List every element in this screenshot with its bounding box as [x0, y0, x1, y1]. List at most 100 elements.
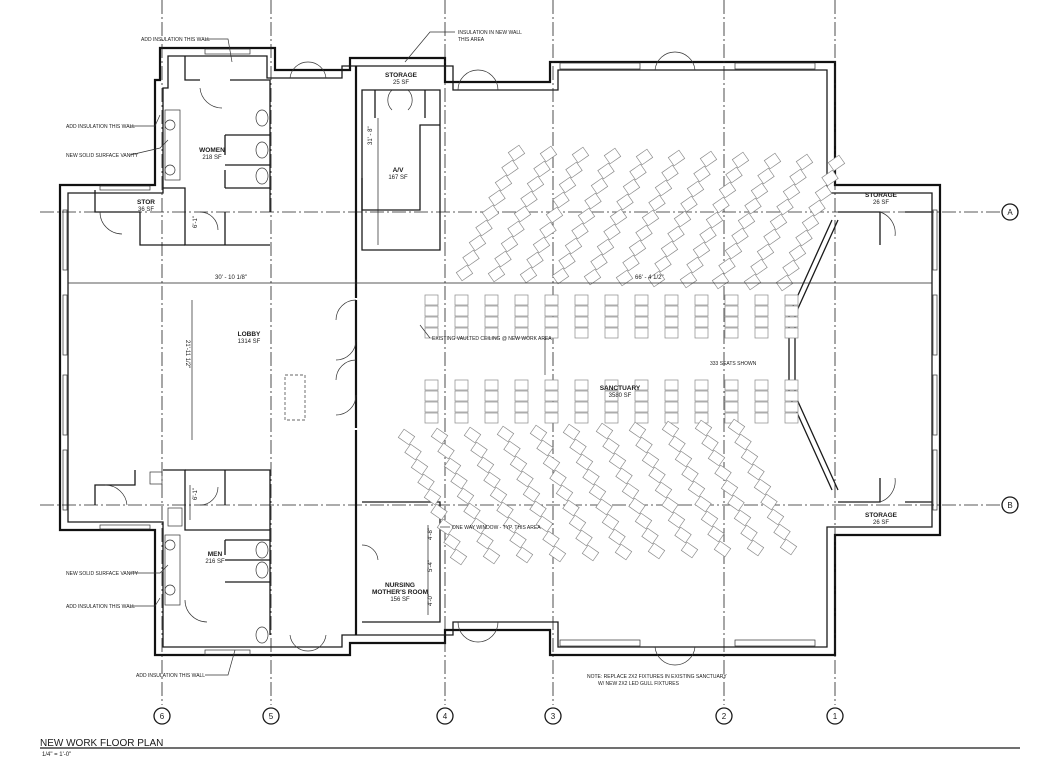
- seat: [536, 439, 554, 457]
- seat: [784, 327, 799, 339]
- seat: [424, 316, 439, 328]
- seat: [496, 501, 514, 519]
- seat: [548, 545, 567, 563]
- seat: [574, 401, 589, 413]
- seat: [740, 448, 759, 466]
- seat: [754, 412, 769, 424]
- room-men-name: MEN: [208, 551, 223, 558]
- seat: [484, 401, 499, 413]
- seat: [463, 426, 482, 444]
- seat: [635, 148, 654, 166]
- seat: [788, 244, 807, 262]
- seat: [542, 454, 561, 472]
- interior-walls: [94, 56, 932, 635]
- seat: [513, 205, 532, 223]
- seat: [500, 235, 519, 253]
- seat: [574, 294, 589, 306]
- seat: [549, 469, 567, 487]
- room-lobby-area: 1314 SF: [238, 339, 261, 345]
- seat: [664, 294, 679, 306]
- drawing-title: NEW WORK FLOOR PLAN: [40, 738, 163, 749]
- seat: [450, 472, 468, 490]
- seat: [614, 543, 633, 561]
- seat: [724, 379, 739, 391]
- seat: [647, 542, 666, 560]
- seat: [784, 401, 799, 413]
- grid-label-b: B: [1007, 501, 1012, 510]
- seat: [430, 503, 448, 521]
- room-sanctuary-name: SANCTUARY: [600, 385, 641, 392]
- seat: [482, 547, 501, 565]
- dimension-stor: 6'-1": [193, 216, 199, 228]
- seat: [734, 433, 752, 451]
- seat: [763, 228, 781, 246]
- seat: [628, 239, 647, 257]
- seat: [574, 305, 589, 317]
- seat: [693, 165, 711, 183]
- dimension-nursing-3: 4'-0": [428, 594, 434, 606]
- seat: [562, 423, 581, 441]
- seat: [484, 327, 499, 339]
- seat: [694, 401, 709, 413]
- seat: [622, 178, 641, 196]
- seat: [747, 463, 765, 481]
- seat: [476, 456, 495, 474]
- seat: [514, 327, 529, 339]
- seat: [660, 240, 679, 258]
- seat: [509, 455, 528, 473]
- seat: [397, 428, 416, 446]
- seat: [766, 508, 785, 526]
- seat: [664, 379, 679, 391]
- room-storage-b-area: 26 SF: [873, 520, 889, 526]
- annotation-insul-new-2: THIS AREA: [458, 37, 485, 43]
- seat: [664, 390, 679, 402]
- seat: [712, 196, 730, 214]
- room-nursing-name-1: NURSING: [385, 582, 415, 589]
- seat: [648, 466, 666, 484]
- seat: [821, 169, 839, 187]
- seat: [604, 379, 619, 391]
- seat: [558, 176, 577, 194]
- seat: [724, 242, 743, 260]
- seat: [604, 305, 619, 317]
- seat: [733, 509, 752, 527]
- seat: [520, 190, 538, 208]
- seat: [789, 168, 807, 186]
- seat: [569, 438, 587, 456]
- seat: [424, 305, 439, 317]
- seat: [496, 425, 515, 443]
- seat: [694, 327, 709, 339]
- seat: [687, 480, 706, 498]
- seat: [701, 434, 719, 452]
- annotation-insul-women: ADD INSULATION THIS WALL: [66, 124, 135, 130]
- seat: [724, 316, 739, 328]
- seat: [487, 265, 506, 283]
- annotation-insul-new-1: INSULATION IN NEW WALL: [458, 30, 522, 36]
- annotation-insul-bottom: ADD INSULATION THIS WALL: [136, 673, 205, 679]
- seat: [711, 272, 730, 290]
- seat: [544, 305, 559, 317]
- seat: [603, 147, 622, 165]
- seat: [680, 541, 699, 559]
- grid-label-6: 6: [160, 712, 165, 721]
- drawing-scale: 1/4" = 1'-0": [42, 752, 71, 758]
- seat: [544, 379, 559, 391]
- seat: [635, 224, 653, 242]
- seat: [760, 493, 778, 511]
- seat: [661, 164, 679, 182]
- seat: [574, 412, 589, 424]
- seat: [615, 269, 634, 287]
- seat: [526, 251, 544, 269]
- seat: [454, 379, 469, 391]
- seat: [707, 525, 725, 543]
- seat: [514, 305, 529, 317]
- grid-label-3: 3: [551, 712, 556, 721]
- seat: [714, 464, 732, 482]
- seat: [595, 422, 614, 440]
- grid-label-4: 4: [443, 712, 448, 721]
- seat: [503, 440, 521, 458]
- seat: [463, 502, 481, 520]
- seat: [827, 154, 846, 172]
- seat: [634, 305, 649, 317]
